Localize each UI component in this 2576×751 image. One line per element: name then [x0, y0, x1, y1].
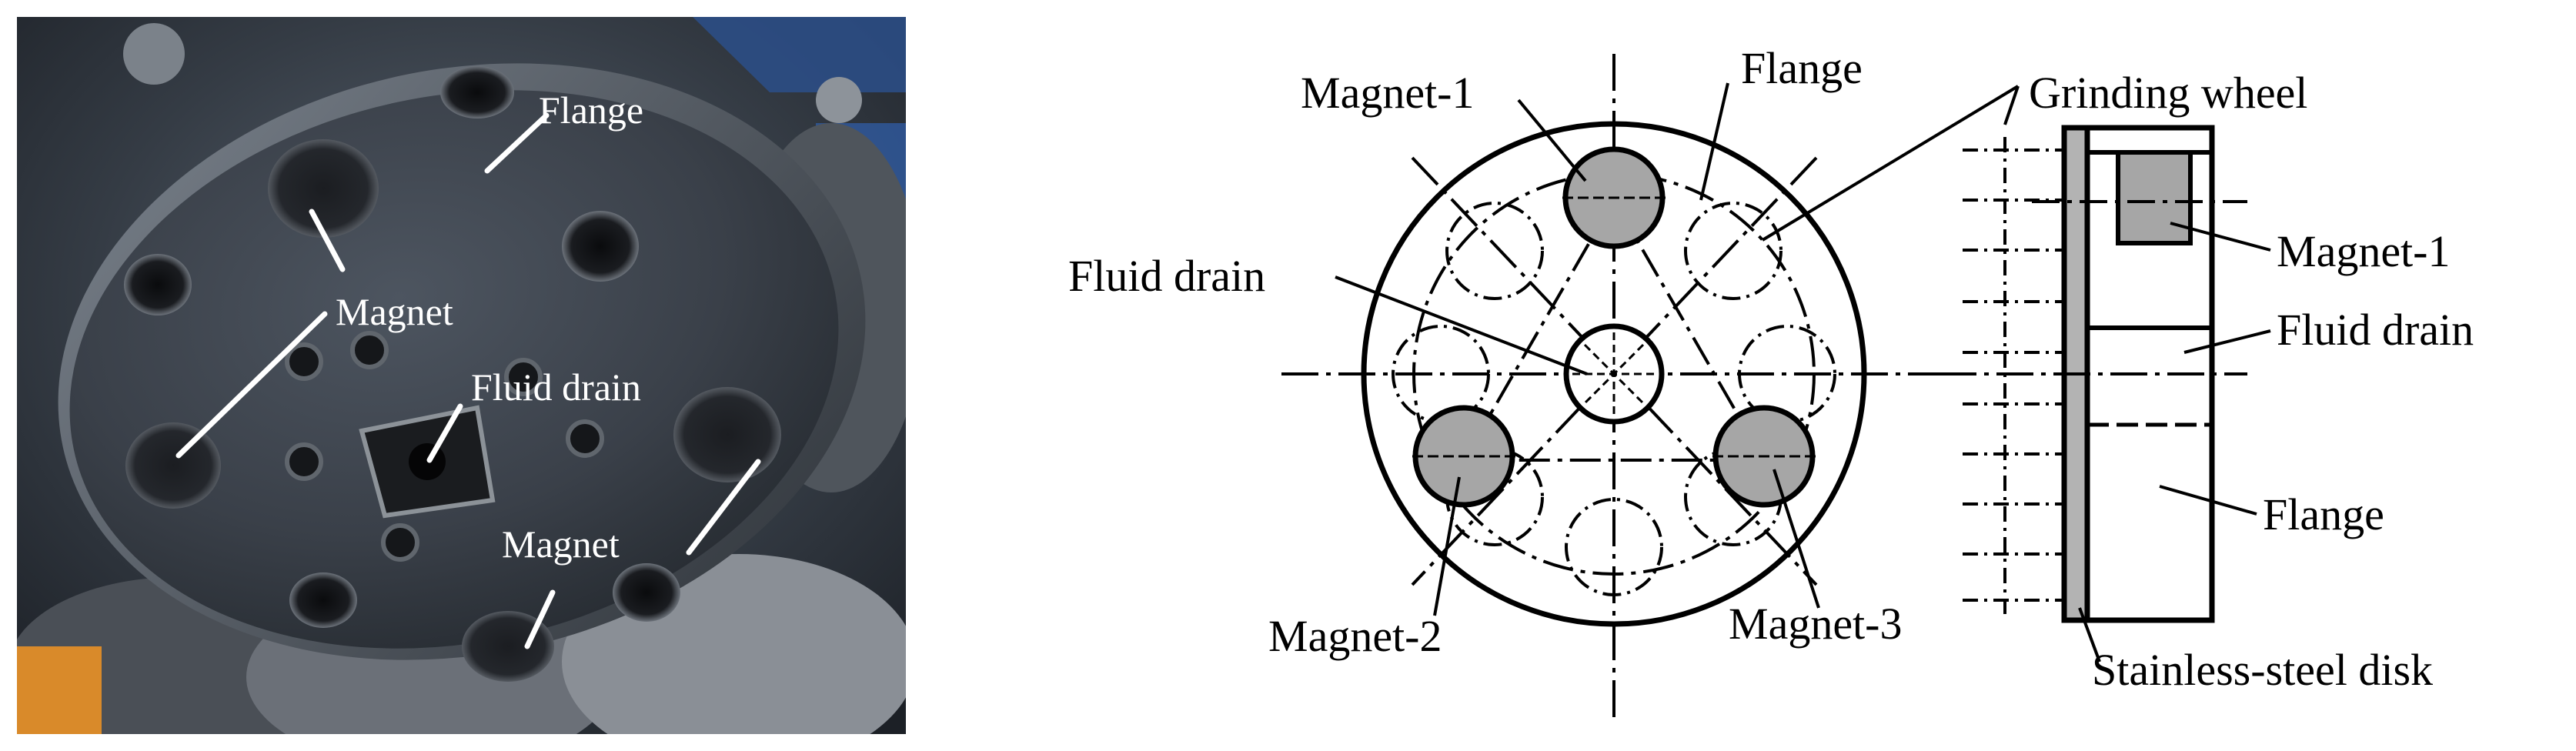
photo-magnet-right: [673, 387, 781, 482]
photo-label-magnet-upper: Magnet: [336, 290, 453, 333]
photo-hole: [613, 563, 680, 622]
photo-hole: [124, 254, 192, 315]
front-label-magnet-3: Magnet-3: [1729, 599, 1903, 649]
side-view-grinding-wheel: [1963, 137, 2064, 619]
photo-bolt-right: [816, 77, 862, 123]
front-view-magnet-centermarks: [1412, 196, 1816, 458]
photo-bolt-head: [350, 331, 389, 369]
side-view-magnet-1: [2116, 150, 2193, 245]
side-label-stainless-steel-disk: Stainless-steel disk: [2092, 645, 2433, 695]
side-label-grinding-wheel: Grinding wheel: [2029, 68, 2307, 118]
side-label-magnet-1: Magnet-1: [2277, 226, 2451, 276]
photo-label-fluid-drain: Fluid drain: [471, 365, 641, 409]
photo-bolt-head: [285, 442, 323, 481]
front-view-diagram: Magnet-1 Flange Fluid drain Magnet-2 Mag…: [1068, 43, 1943, 719]
photo-bolt-head: [285, 342, 323, 381]
photo-bolt-head: [566, 419, 604, 458]
front-view-leader-lines: [1335, 82, 1820, 616]
photo-hole: [562, 211, 639, 282]
photo-bolt-head: [504, 358, 543, 396]
photo-label-flange: Flange: [539, 88, 643, 132]
front-label-magnet-2: Magnet-2: [1268, 611, 1442, 661]
side-view-diagram: Grinding wheel Magnet-1 Fluid drain Flan…: [1761, 68, 2474, 695]
photo-bolt-top: [123, 23, 185, 85]
photo-hole: [440, 66, 514, 118]
front-view-magnet-triangle: [1461, 196, 1767, 462]
photo-leader-lines: [175, 112, 761, 649]
photo-flange-plate: [69, 90, 839, 649]
side-label-fluid-drain: Fluid drain: [2277, 305, 2474, 355]
photo-magnet-upper: [268, 139, 379, 238]
front-label-magnet-1: Magnet-1: [1301, 68, 1475, 118]
front-label-fluid-drain: Fluid drain: [1068, 251, 1265, 301]
front-label-flange: Flange: [1741, 43, 1863, 93]
side-view-leader-lines: [1761, 85, 2271, 663]
photo-label-magnet-lower: Magnet: [502, 522, 620, 566]
photo-bolt-head: [381, 523, 419, 562]
front-view-flange-outline: [1361, 121, 1867, 627]
photo-orange-part: [17, 646, 102, 734]
side-label-flange: Flange: [2263, 489, 2384, 539]
photo-hole: [289, 572, 357, 628]
photo-magnet-bottom: [462, 611, 554, 682]
photo-fluid-drain-hole: [409, 443, 446, 480]
photo-panel: Flange Magnet Fluid drain Magnet: [17, 17, 906, 734]
photo-blue-frame-top: [693, 17, 906, 92]
photo-magnet-left: [125, 422, 221, 509]
